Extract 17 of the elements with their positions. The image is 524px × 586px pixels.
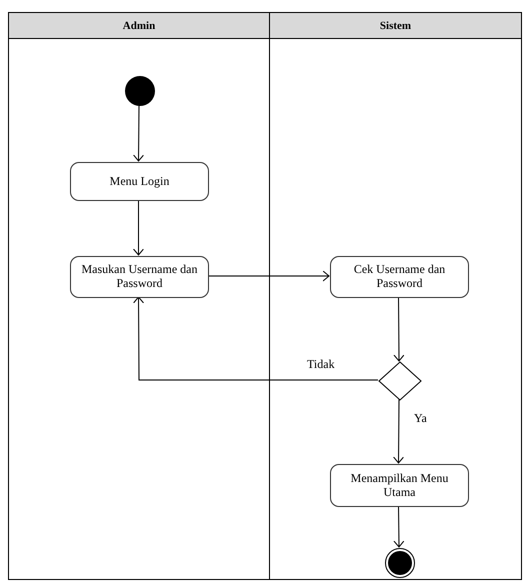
edge-label: Ya [414, 411, 427, 426]
arrow [208, 270, 330, 282]
activity-box: Menampilkan Menu Utama [330, 464, 469, 507]
arrow [393, 398, 404, 464]
edge-label: Tidak [307, 357, 335, 372]
arrow [393, 506, 404, 548]
swimlane [8, 12, 270, 580]
lane-header: Sistem [270, 13, 521, 39]
arrow [133, 104, 144, 162]
arrow [393, 296, 404, 362]
swimlane [269, 12, 522, 580]
activity-box: Cek Username dan Password [330, 256, 469, 298]
arrow [133, 296, 378, 380]
lane-header: Admin [9, 13, 269, 39]
activity-box: Masukan Username dan Password [70, 256, 209, 298]
activity-box: Menu Login [70, 162, 209, 201]
arrow [133, 200, 144, 256]
